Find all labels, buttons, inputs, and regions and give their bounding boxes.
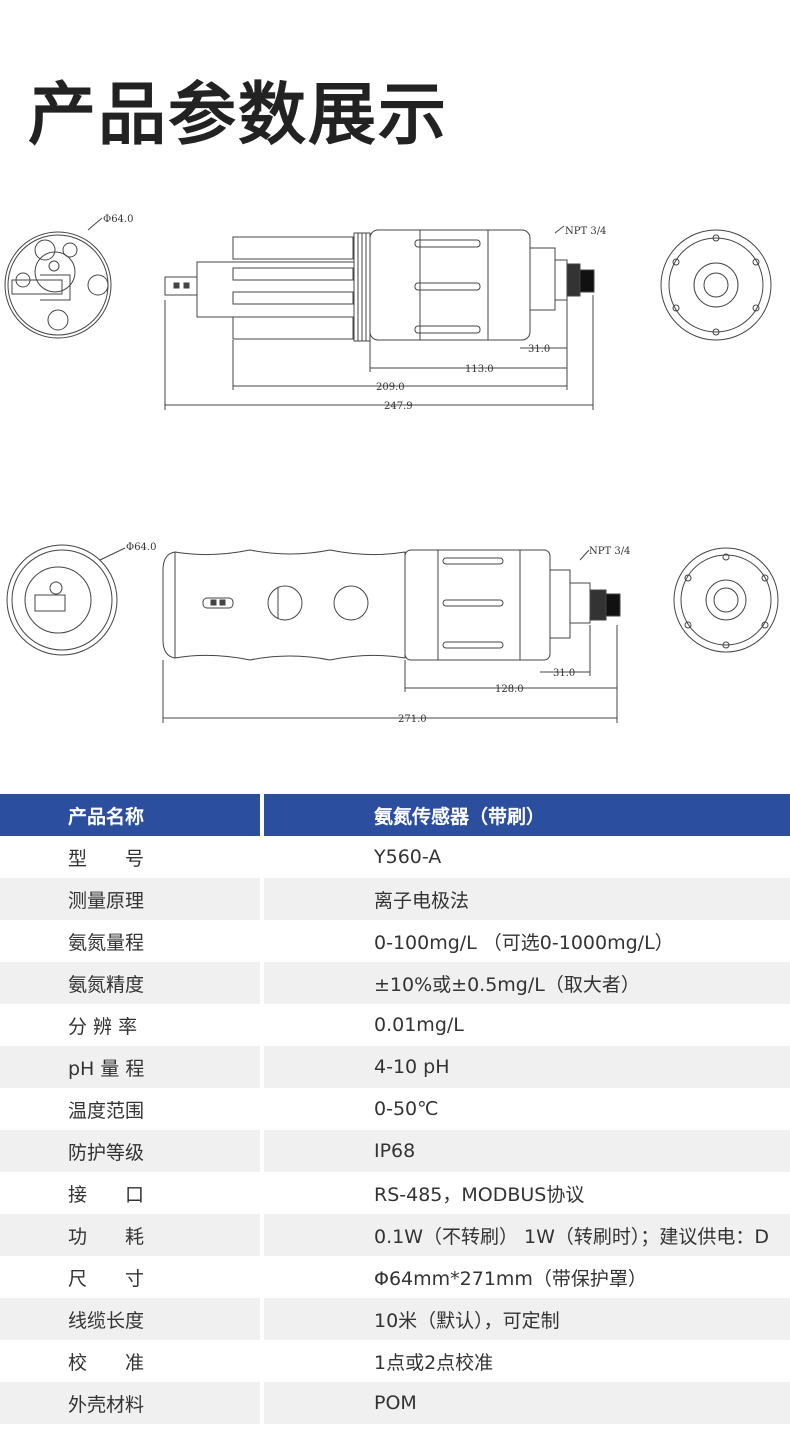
table-row: 氨氮精度±10%或±0.5mg/L（取大者） (0, 962, 790, 1004)
row-label: 氨氮精度 (0, 962, 260, 1004)
row-label: 功 耗 (0, 1214, 260, 1256)
row-value: 0-100mg/L （可选0-1000mg/L） (264, 920, 790, 962)
row-label: 防护等级 (0, 1130, 260, 1172)
row-value: ±10%或±0.5mg/L（取大者） (264, 962, 790, 1004)
page-title: 产品参数展示 (28, 76, 449, 155)
row-value: RS-485，MODBUS协议 (264, 1172, 790, 1214)
diameter-label-top: Φ64.0 (103, 214, 133, 225)
dim-128-bottom: 128.0 (495, 684, 524, 695)
dim-247-top: 247.9 (384, 401, 413, 412)
row-label: 分 辨 率 (0, 1004, 260, 1046)
row-value: IP68 (264, 1130, 790, 1172)
dim-31-top: 31.0 (528, 344, 550, 355)
dim-209-top: 209.0 (376, 382, 405, 393)
row-value: 0.01mg/L (264, 1004, 790, 1046)
row-label: 尺 寸 (0, 1256, 260, 1298)
diameter-label-bottom: Φ64.0 (126, 542, 156, 553)
row-value: POM (264, 1382, 790, 1424)
row-label: 型 号 (0, 836, 260, 878)
sensor-drawing-top: Φ64.0 NPT 3/4 31.0 113.0 209.0 247.9 (4, 214, 772, 412)
sensor-drawing-bottom: Φ64.0 NPT 3/4 31.0 128.0 271.0 (6, 542, 779, 725)
row-label: 线缆长度 (0, 1298, 260, 1340)
table-row: 测量原理离子电极法 (0, 878, 790, 920)
header-label: 产品名称 (0, 794, 260, 836)
header-value: 氨氮传感器（带刷） (264, 794, 790, 836)
dim-271-bottom: 271.0 (398, 714, 427, 725)
thread-label-bottom: NPT 3/4 (589, 546, 630, 557)
row-value: 0-50℃ (264, 1088, 790, 1130)
row-value: Φ64mm*271mm（带保护罩） (264, 1256, 790, 1298)
dim-113-top: 113.0 (465, 364, 494, 375)
row-label: 校 准 (0, 1340, 260, 1382)
row-value: Y560-A (264, 836, 790, 878)
row-label: 氨氮量程 (0, 920, 260, 962)
row-value: 0.1W（不转刷） 1W（转刷时）；建议供电：D (264, 1214, 790, 1256)
spec-table-header: 产品名称 氨氮传感器（带刷） (0, 794, 790, 836)
row-label: 外壳材料 (0, 1382, 260, 1424)
row-value: 1点或2点校准 (264, 1340, 790, 1382)
row-value: 4-10 pH (264, 1046, 790, 1088)
dim-31-bottom: 31.0 (553, 668, 575, 679)
row-label: 测量原理 (0, 878, 260, 920)
row-label: 接 口 (0, 1172, 260, 1214)
row-value: 离子电极法 (264, 878, 790, 920)
row-label: pH 量 程 (0, 1046, 260, 1088)
row-label: 温度范围 (0, 1088, 260, 1130)
thread-label-top: NPT 3/4 (565, 226, 606, 237)
row-value: 10米（默认），可定制 (264, 1298, 790, 1340)
